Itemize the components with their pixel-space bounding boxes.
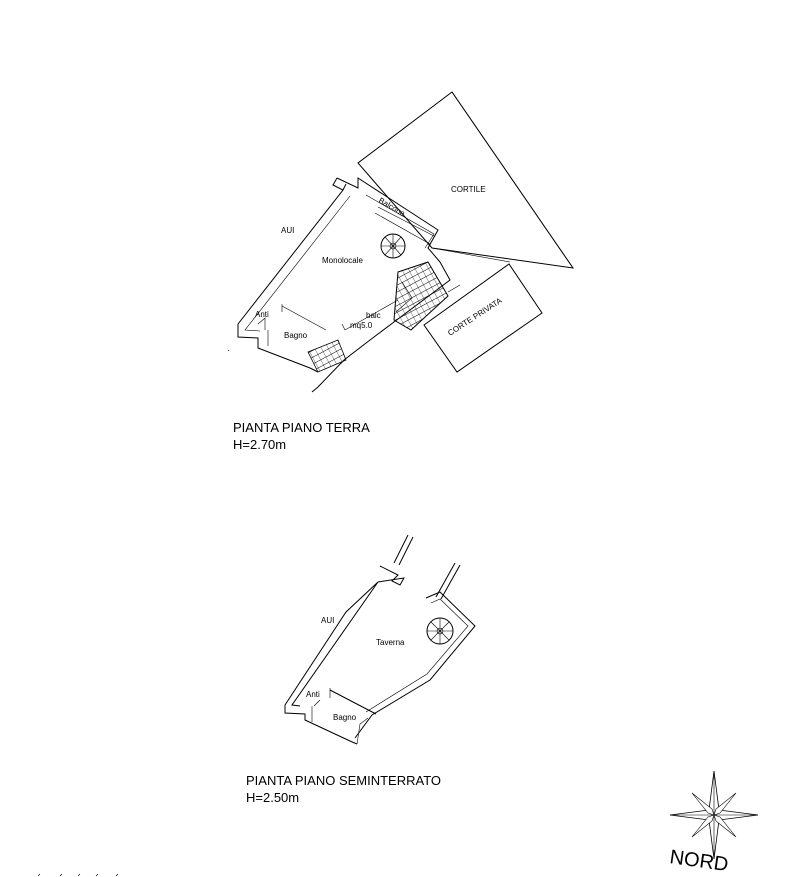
spiral-stair-basement — [426, 617, 454, 645]
room-label-bagno-basement: Bagno — [333, 713, 357, 722]
room-label-corte-privata: CORTE PRIVATA — [446, 296, 504, 338]
stray-marks — [37, 873, 119, 877]
room-label-aui-ground: AUI — [281, 226, 294, 235]
room-label-balcone: Balcone — [377, 196, 407, 219]
ground-outer-wall — [336, 177, 441, 263]
room-label-balc: balc — [366, 311, 381, 320]
ground-floor-height: H=2.70m — [233, 437, 287, 452]
corte-privata-outline — [423, 263, 543, 373]
room-label-bagno-ground: Bagno — [284, 331, 308, 340]
basement-plan: AUI Taverna Anti Bagno — [284, 534, 476, 745]
ground-floor-title: PIANTA PIANO TERRA — [233, 420, 370, 435]
stair-block-small — [307, 339, 347, 373]
room-label-cortile: CORTILE — [451, 185, 486, 194]
compass-label: NORD — [668, 846, 729, 876]
room-label-anti-ground: Anti — [255, 310, 269, 319]
room-label-anti-basement: Anti — [306, 690, 320, 699]
room-label-monolocale: Monolocale — [322, 256, 363, 265]
compass-rose-icon — [669, 770, 759, 860]
room-label-balc-area: mq5.0 — [350, 321, 373, 330]
room-label-taverna: Taverna — [376, 638, 405, 647]
room-label-aui-basement: AUI — [321, 616, 334, 625]
basement-outer-wall — [284, 565, 405, 745]
basement-title: PIANTA PIANO SEMINTERRATO — [246, 773, 442, 788]
stair-block-ground — [393, 261, 449, 331]
cortile-outline — [357, 91, 575, 269]
basement-height: H=2.50m — [246, 790, 300, 805]
ground-floor-plan: CORTILE Balcone AUI Monolocale Anti Bagn… — [227, 91, 575, 393]
spiral-stair — [380, 233, 406, 259]
